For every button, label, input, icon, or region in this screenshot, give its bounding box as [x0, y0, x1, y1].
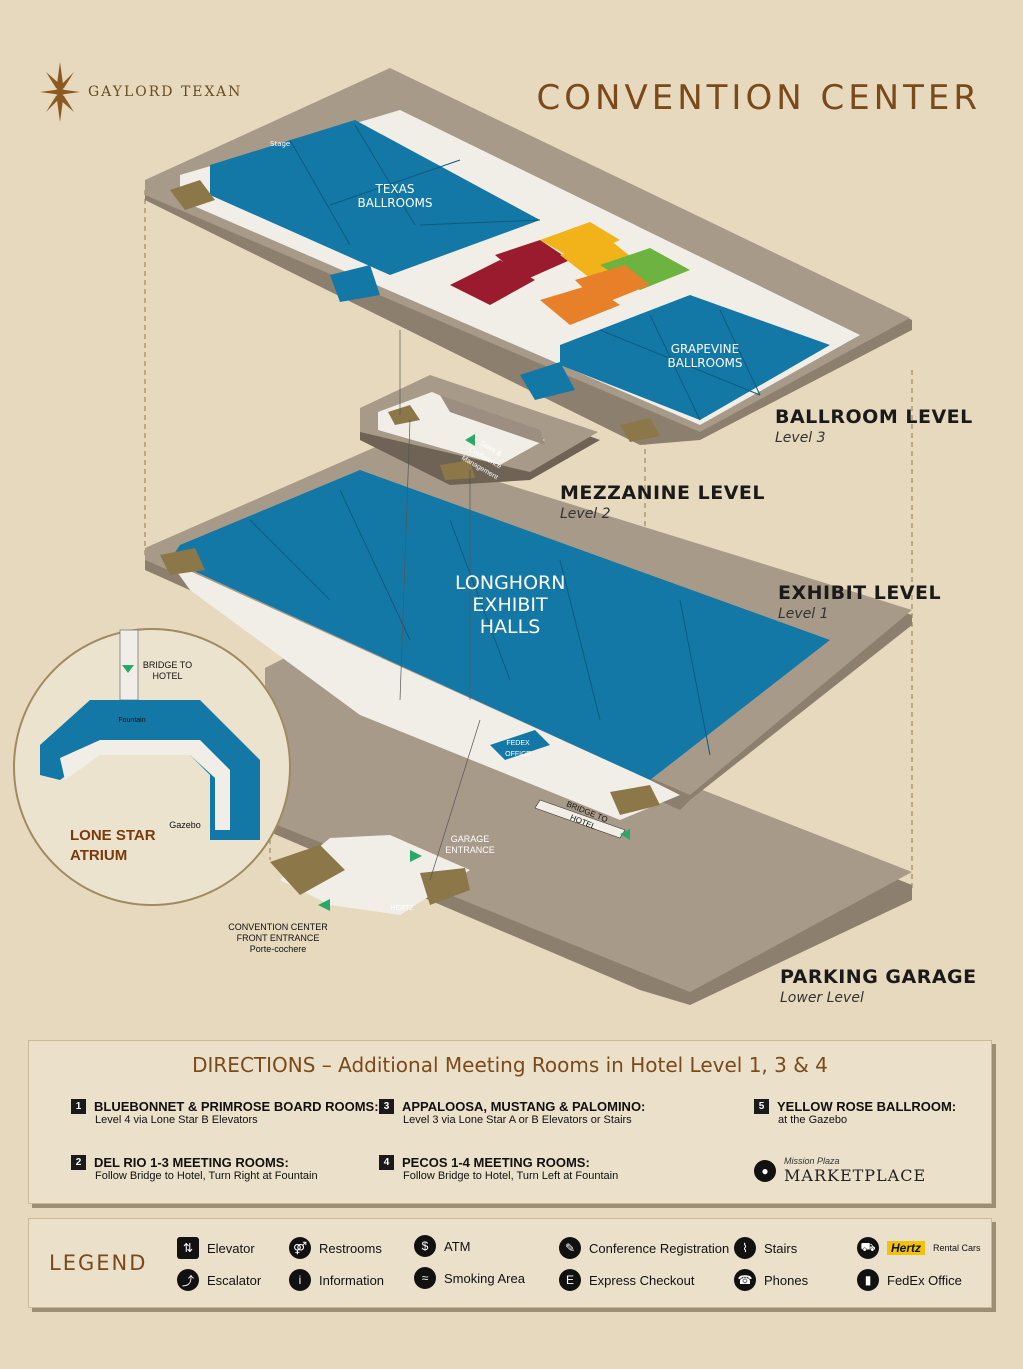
marketplace-icon: ●	[754, 1160, 776, 1182]
exhibit-level	[145, 445, 912, 839]
lone-star-atrium-inset	[13, 628, 291, 906]
atrium-bridge-label: BRIDGE TO HOTEL	[142, 660, 193, 681]
escalator-icon: ⤴	[177, 1269, 199, 1291]
restroom-icon: ⚤	[289, 1237, 311, 1259]
legend-item: ⚤Restrooms	[289, 1237, 382, 1259]
grapevine-ballrooms-label: GRAPEVINE BALLROOMS	[667, 342, 743, 370]
gazebo-label: Gazebo	[169, 820, 201, 830]
registration-icon: ✎	[559, 1237, 581, 1259]
sun-star-icon	[40, 62, 80, 122]
legend-panel: LEGEND ⇅Elevator ⤴Escalator ⚤Restrooms i…	[28, 1218, 992, 1308]
atrium-label: LONE STAR ATRIUM	[70, 827, 156, 864]
mezzanine-level	[360, 375, 600, 485]
legend-item: ▮FedEx Office	[857, 1269, 962, 1291]
ballroom-level	[145, 68, 912, 445]
fedex-icon: ▮	[857, 1269, 879, 1291]
legend-item: ☎Phones	[734, 1269, 808, 1291]
elevator-icon: ⇅	[177, 1237, 199, 1259]
legend-item: ⇅Elevator	[177, 1237, 255, 1259]
page-title: CONVENTION CENTER	[536, 78, 981, 118]
directions-panel: DIRECTIONS – Additional Meeting Rooms in…	[28, 1040, 992, 1204]
longhorn-exhibit-halls	[170, 470, 830, 780]
legend-title: LEGEND	[49, 1251, 148, 1275]
texas-ballrooms-label: TEXAS BALLROOMS	[357, 182, 433, 210]
hertz-label: HERTZ	[390, 905, 414, 912]
fedex-office-label: FEDEX OFFICE	[505, 740, 531, 758]
info-icon: i	[289, 1269, 311, 1291]
legend-item: ✎Conference Registration	[559, 1237, 729, 1259]
car-icon: ⛟	[857, 1237, 879, 1259]
legend-item: ≈Smoking Area	[414, 1267, 525, 1289]
longhorn-label: LONGHORN EXHIBIT HALLS	[455, 572, 566, 638]
brand-name: GAYLORD TEXAN	[88, 84, 243, 100]
texas-ballrooms	[210, 120, 540, 275]
atm-icon: $	[414, 1235, 436, 1257]
phone-icon: ☎	[734, 1269, 756, 1291]
fountain-label: Fountain	[118, 717, 146, 724]
stairs-icon: ⌇	[734, 1237, 756, 1259]
brand: GAYLORD TEXAN	[40, 62, 242, 122]
smoking-icon: ≈	[414, 1267, 436, 1289]
legend-item: ⌇Stairs	[734, 1237, 797, 1259]
checkout-icon: E	[559, 1269, 581, 1291]
legend-item: ⤴Escalator	[177, 1269, 261, 1291]
grapevine-ballrooms	[560, 295, 830, 420]
garage-entrance-label: GARAGE ENTRANCE	[445, 834, 495, 855]
stage-label: Stage	[270, 140, 291, 148]
directions-title: DIRECTIONS – Additional Meeting Rooms in…	[192, 1053, 828, 1077]
legend-item: $ATM	[414, 1235, 470, 1257]
